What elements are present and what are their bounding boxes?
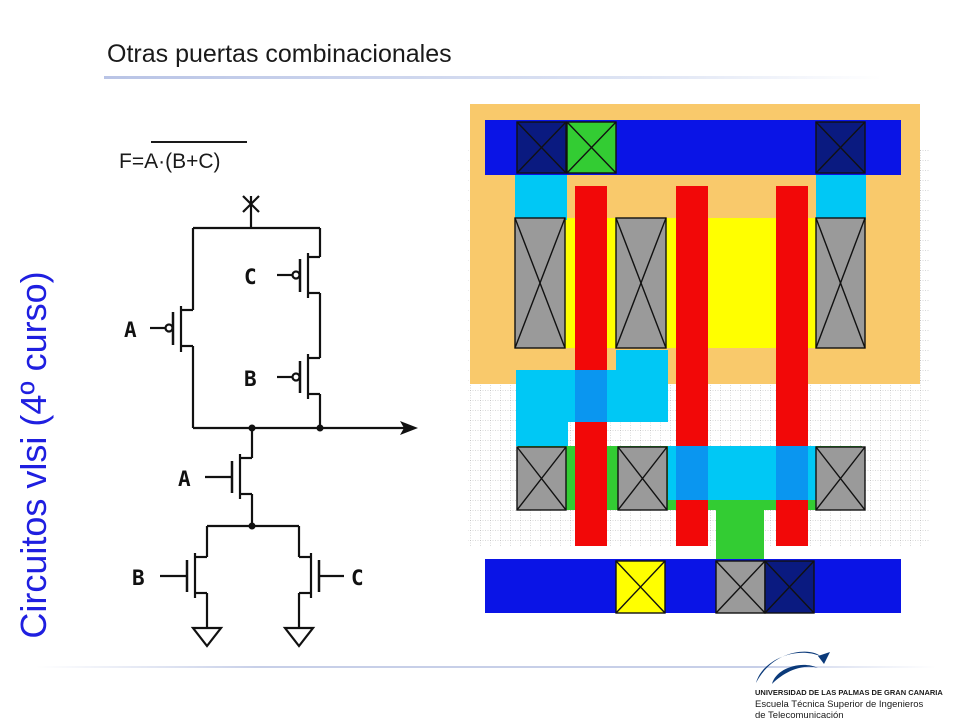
- cmos-schematic: [150, 195, 418, 648]
- via-gnd-3: [764, 560, 815, 614]
- formula: F=A·(B+C): [119, 150, 221, 173]
- logo-university-name: UNIVERSIDAD DE LAS PALMAS DE GRAN CANARI…: [755, 688, 943, 697]
- overlap-a: [575, 370, 607, 422]
- pmos-b-bubble: [291, 372, 301, 382]
- overlap-c: [776, 446, 808, 500]
- via-vdd-1: [516, 121, 567, 174]
- pmos-a-bubble: [164, 323, 174, 333]
- m2-output-v: [616, 350, 668, 422]
- contact-n-2: [617, 446, 668, 511]
- footer-divider: [36, 666, 936, 668]
- ulpgc-emblem-icon: [756, 651, 830, 684]
- ulpgc-logo: UNIVERSIDAD DE LAS PALMAS DE GRAN CANARI…: [755, 651, 943, 720]
- poly-gate-a: [575, 186, 607, 546]
- label-nmos-b: B: [132, 566, 145, 590]
- gnd-metal-rail: [485, 559, 901, 613]
- cmos-layout: [468, 104, 930, 613]
- contact-p-3: [815, 217, 866, 349]
- layout-contacts: [514, 121, 866, 614]
- label-pmos-b: B: [244, 367, 257, 391]
- m2-strap-right: [816, 174, 866, 220]
- logo-school-line1: Escuela Técnica Superior de Ingenieros: [755, 699, 924, 710]
- contact-n-1: [516, 446, 567, 511]
- contact-gnd-2: [715, 560, 766, 614]
- contact-p-1: [514, 217, 566, 349]
- pmos-c-bubble: [291, 270, 301, 280]
- ground-symbol-left: [190, 626, 224, 648]
- ground-symbol-right: [282, 626, 316, 648]
- title-underline: [104, 76, 882, 79]
- contact-vdd-2: [566, 121, 617, 174]
- contact-gnd-1: [615, 560, 666, 614]
- contact-p-2: [615, 217, 667, 349]
- label-pmos-a: A: [124, 318, 137, 342]
- logo-school-line2: de Telecomunicación: [755, 710, 844, 720]
- m2-strap-left: [515, 174, 567, 220]
- label-pmos-c: C: [244, 265, 257, 289]
- via-vdd-3: [815, 121, 866, 174]
- m2-output-down: [516, 370, 568, 446]
- label-nmos-c: C: [351, 566, 364, 590]
- vdd-symbol: [242, 195, 260, 228]
- slide-title: Otras puertas combinacionales: [107, 40, 452, 68]
- overlap-b: [676, 446, 708, 500]
- output-arrow: [400, 421, 418, 435]
- label-nmos-a: A: [178, 467, 191, 491]
- n-diffusion-tap: [716, 490, 764, 562]
- contact-n-3: [815, 446, 866, 511]
- formula-overbar: [151, 141, 247, 143]
